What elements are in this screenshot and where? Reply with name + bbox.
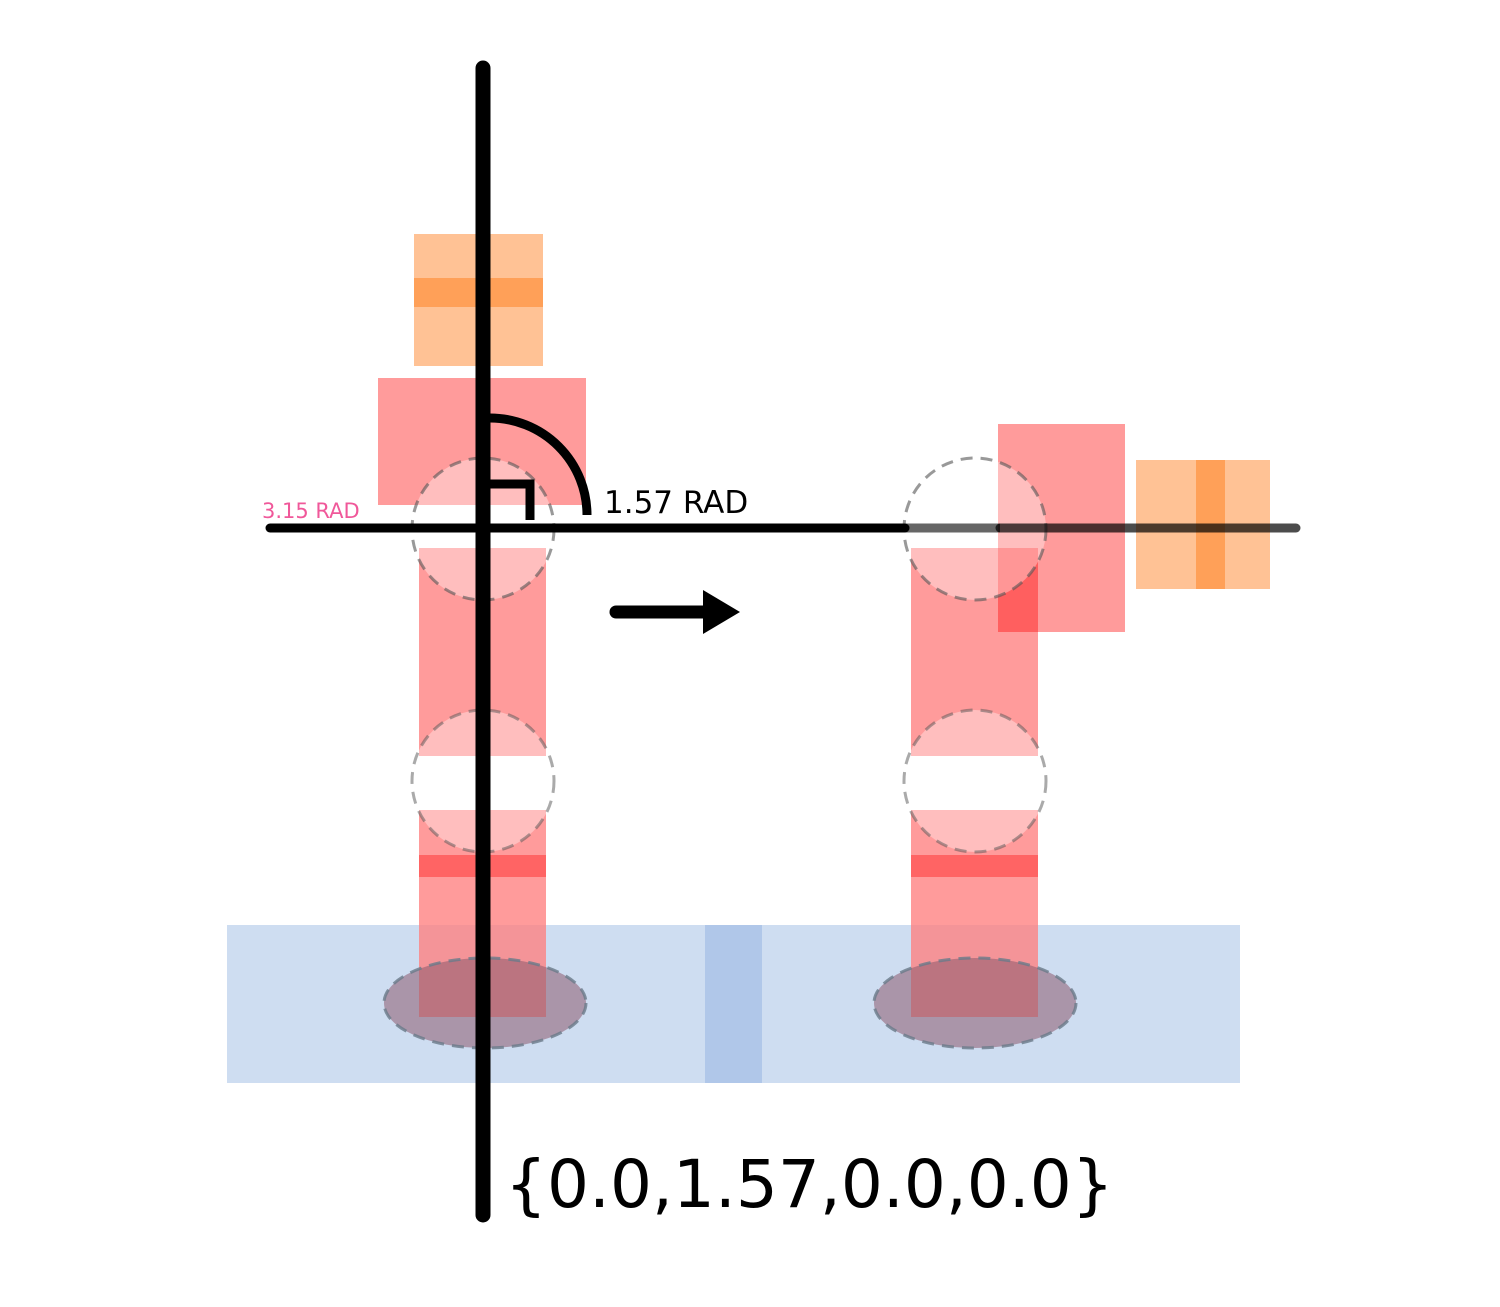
- lower-link-band: [911, 855, 1038, 877]
- joint-circle-shoulder: [902, 708, 1048, 854]
- right-arrow-icon: [609, 590, 740, 634]
- base-joint-ellipse: [872, 956, 1078, 1050]
- right-angle-icon: [490, 479, 535, 520]
- angle-arc: [489, 413, 592, 516]
- angle-label-left: 3.15 RAD: [262, 499, 360, 523]
- angle-label-right: 1.57 RAD: [604, 485, 748, 521]
- base-center-strip: [705, 925, 762, 1083]
- upper-link-overlap: [998, 548, 1038, 632]
- joint-vector-label: {0.0,1.57,0.0,0.0}: [505, 1146, 1114, 1223]
